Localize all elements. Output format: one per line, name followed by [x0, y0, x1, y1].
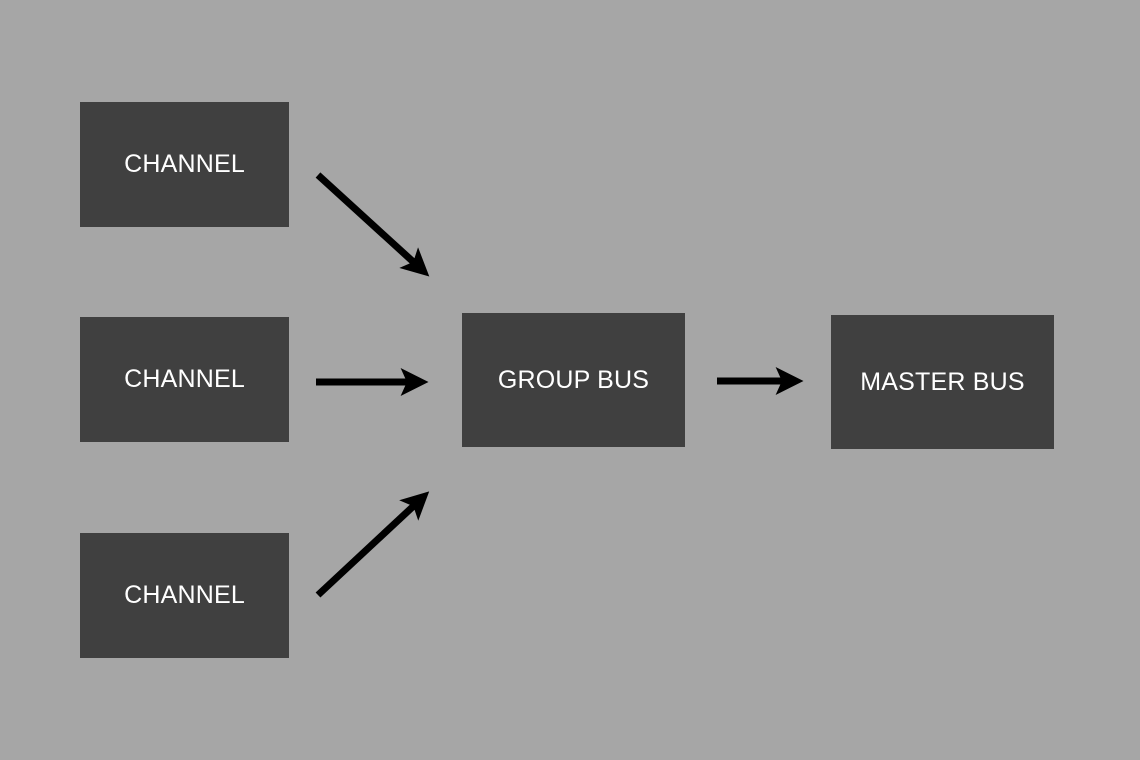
arrow-channel-3-to-group-bus	[315, 491, 430, 598]
master-bus-label: MASTER BUS	[860, 367, 1025, 396]
master-bus-node: MASTER BUS	[831, 315, 1054, 449]
channel-node-1-label: CHANNEL	[124, 150, 245, 178]
group-bus-node: GROUP BUS	[462, 313, 685, 447]
arrow-channel-1-to-group-bus	[315, 172, 430, 277]
channel-node-2: CHANNEL	[80, 317, 289, 442]
channel-node-1: CHANNEL	[80, 102, 289, 227]
channel-node-3-label: CHANNEL	[124, 581, 245, 609]
channel-node-3: CHANNEL	[80, 533, 289, 658]
group-bus-label: GROUP BUS	[497, 365, 650, 394]
channel-node-2-label: CHANNEL	[124, 365, 245, 393]
